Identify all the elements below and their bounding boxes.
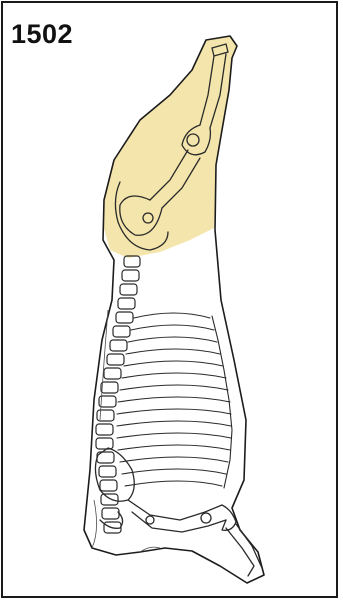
cut-code-label: 1502 xyxy=(11,19,73,50)
foreleg-bones xyxy=(95,448,262,576)
rib-cage xyxy=(117,313,232,488)
